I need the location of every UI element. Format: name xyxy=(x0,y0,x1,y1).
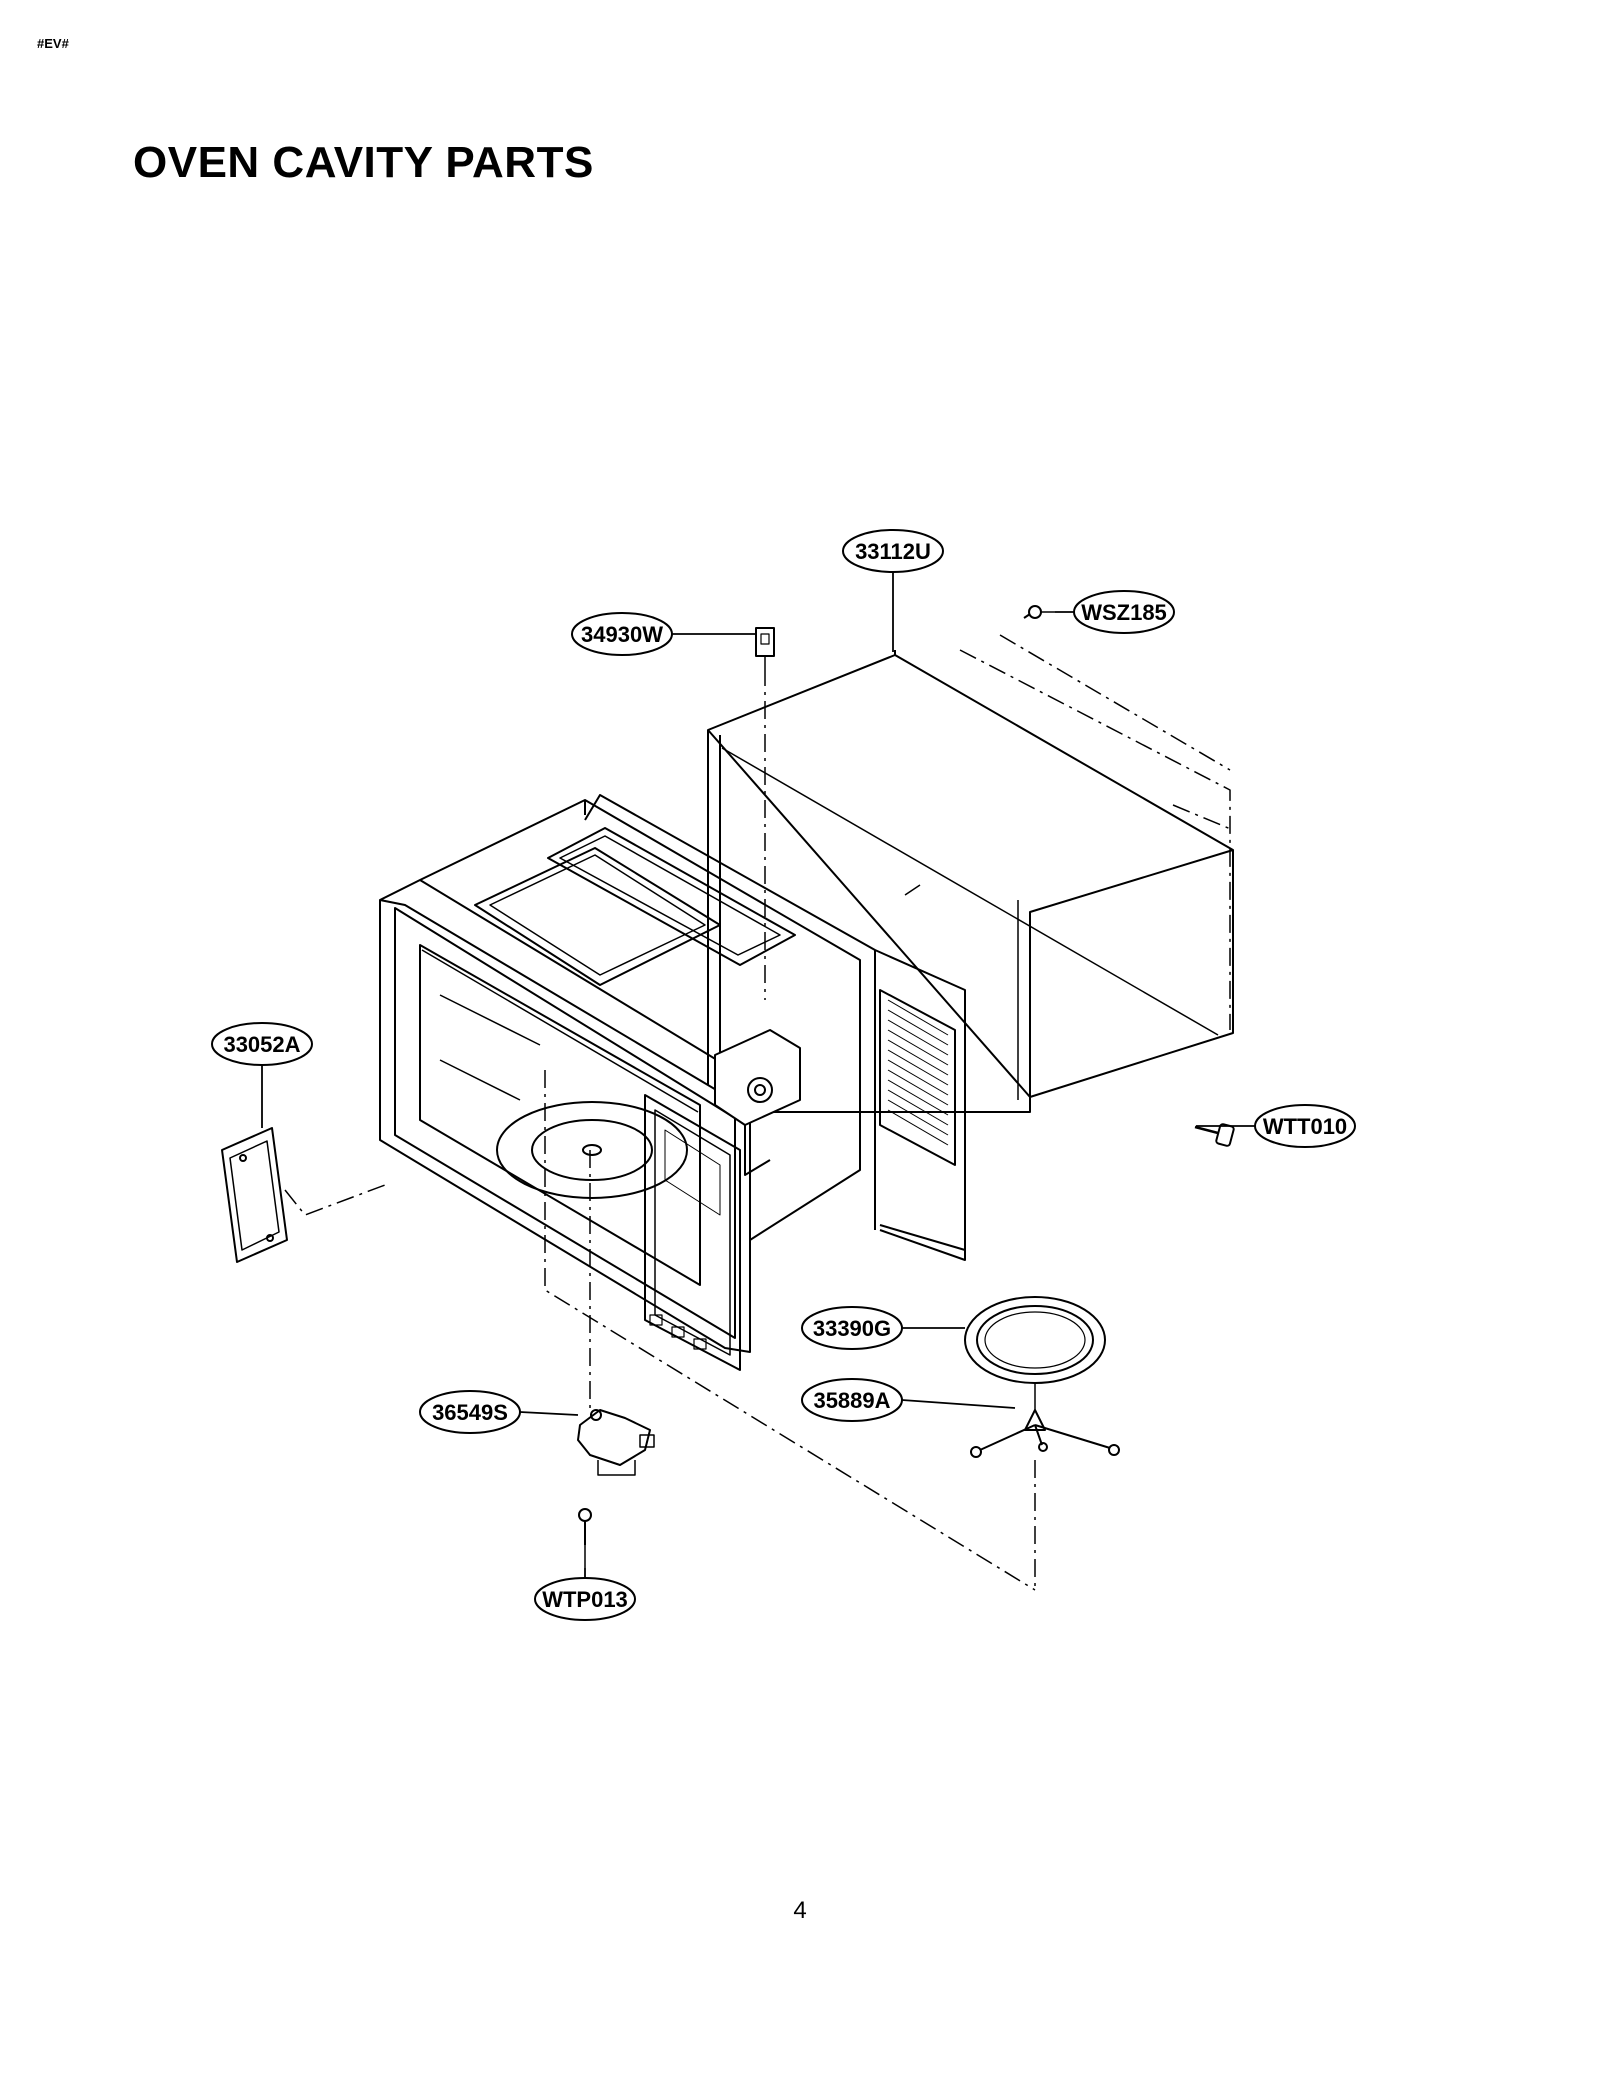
part-label-wsz185: WSZ185 xyxy=(1073,590,1175,634)
svg-text:33112U: 33112U xyxy=(855,539,931,564)
glass-tray-part xyxy=(964,1296,1106,1384)
screw-wtt010 xyxy=(1194,1123,1235,1147)
part-label-33052a: 33052A xyxy=(211,1022,313,1066)
control-frame xyxy=(644,1094,741,1371)
cavity-front-frame xyxy=(379,879,751,1353)
page-number: 4 xyxy=(793,1897,807,1924)
svg-text:36549S: 36549S xyxy=(432,1400,508,1425)
assembly-guide-lines xyxy=(284,634,1234,1591)
svg-text:WSZ185: WSZ185 xyxy=(1081,600,1167,625)
part-labels: 33112U WSZ185 34930W 33052A WTT010 33390… xyxy=(211,529,1356,1621)
svg-text:WTP013: WTP013 xyxy=(542,1587,628,1612)
leader-lines xyxy=(261,572,1255,1578)
motor-bracket xyxy=(714,1029,801,1176)
waveguide-cover-part xyxy=(221,1127,288,1263)
part-label-wtp013: WTP013 xyxy=(534,1577,636,1621)
roller-guide-part xyxy=(970,1383,1120,1458)
cavity-turntable-outline xyxy=(439,994,688,1199)
svg-text:33052A: 33052A xyxy=(223,1032,300,1057)
rear-vent-panel xyxy=(879,989,956,1166)
svg-text:33390G: 33390G xyxy=(813,1316,891,1341)
turntable-motor-part xyxy=(577,1409,655,1476)
page-title: OVEN CAVITY PARTS xyxy=(133,138,594,187)
part-label-35889a: 35889A xyxy=(801,1378,903,1422)
part-label-33112u: 33112U xyxy=(842,529,944,573)
svg-text:WTT010: WTT010 xyxy=(1263,1114,1347,1139)
part-label-34930w: 34930W xyxy=(571,612,673,656)
interlock-switch-part xyxy=(755,627,775,668)
svg-text:35889A: 35889A xyxy=(813,1388,890,1413)
screw-wsz185 xyxy=(1023,605,1055,619)
part-label-36549s: 36549S xyxy=(419,1390,521,1434)
svg-text:34930W: 34930W xyxy=(581,622,663,647)
part-label-wtt010: WTT010 xyxy=(1254,1104,1356,1148)
document-code-mark: #EV# xyxy=(37,36,69,51)
cavity-body xyxy=(419,794,966,1261)
screw-wtp013 xyxy=(578,1508,592,1568)
part-label-33390g: 33390G xyxy=(801,1306,903,1350)
